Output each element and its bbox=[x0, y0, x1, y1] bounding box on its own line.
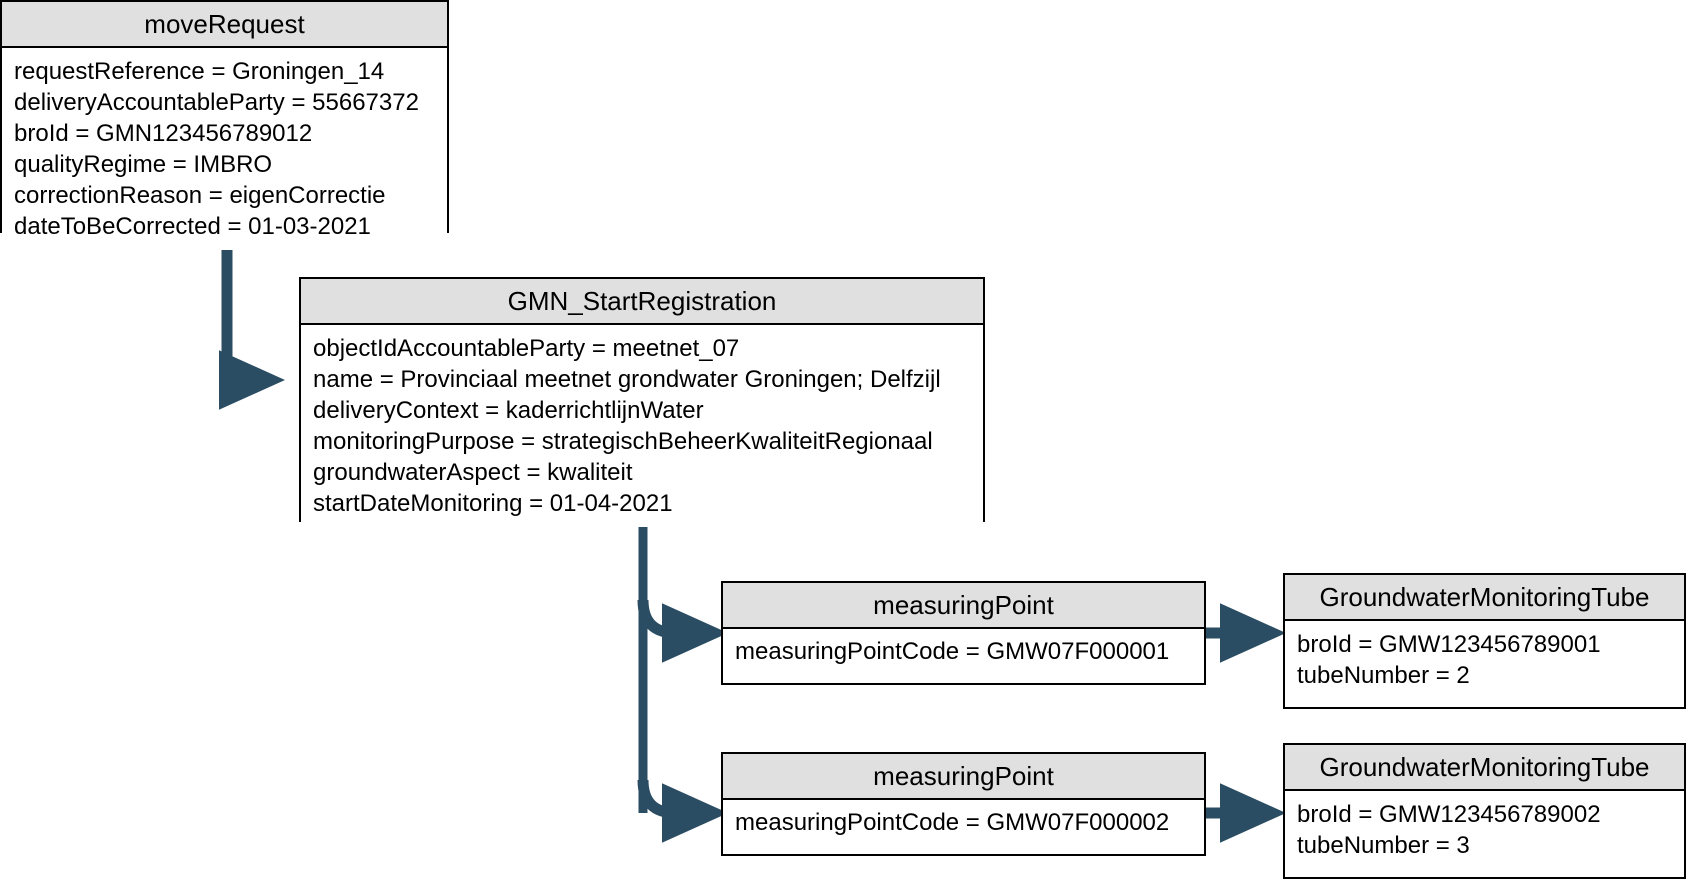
uml-class-gmn-startregistration[interactable]: GMN_StartRegistration objectIdAccountabl… bbox=[299, 277, 985, 527]
uml-class-title: measuringPoint bbox=[723, 754, 1204, 800]
uml-attribute-list: broId = GMW123456789002 tubeNumber = 3 bbox=[1285, 791, 1684, 869]
uml-attribute: correctionReason = eigenCorrectie bbox=[14, 182, 386, 209]
connector-moverequest-to-gmn bbox=[219, 232, 285, 410]
connector-gmn-to-measuringpoint-1 bbox=[643, 625, 660, 633]
uml-class-measuringpoint-1[interactable]: measuringPoint measuringPointCode = GMW0… bbox=[721, 581, 1206, 685]
uml-class-title: GroundwaterMonitoringTube bbox=[1285, 575, 1684, 621]
uml-attribute-list: broId = GMW123456789001 tubeNumber = 2 bbox=[1285, 621, 1684, 699]
uml-class-title: GMN_StartRegistration bbox=[301, 279, 983, 325]
uml-attribute-list: measuringPointCode = GMW07F000002 bbox=[723, 800, 1204, 847]
uml-attribute: measuringPointCode = GMW07F000001 bbox=[735, 638, 1170, 665]
uml-class-measuringpoint-2[interactable]: measuringPoint measuringPointCode = GMW0… bbox=[721, 752, 1206, 856]
uml-attribute: tubeNumber = 2 bbox=[1297, 662, 1470, 689]
uml-attribute: broId = GMW123456789001 bbox=[1297, 631, 1601, 658]
uml-class-groundwatermonitoringtube-1[interactable]: GroundwaterMonitoringTube broId = GMW123… bbox=[1283, 573, 1686, 709]
uml-attribute-list: requestReference = Groningen_14 delivery… bbox=[2, 48, 447, 250]
uml-class-title: measuringPoint bbox=[723, 583, 1204, 629]
uml-attribute: name = Provinciaal meetnet grondwater Gr… bbox=[313, 366, 941, 393]
uml-class-moverequest[interactable]: moveRequest requestReference = Groningen… bbox=[0, 0, 449, 250]
uml-attribute: tubeNumber = 3 bbox=[1297, 832, 1470, 859]
uml-attribute: monitoringPurpose = strategischBeheerKwa… bbox=[313, 428, 933, 455]
uml-attribute: deliveryAccountableParty = 55667372 bbox=[14, 89, 419, 116]
uml-attribute: startDateMonitoring = 01-04-2021 bbox=[313, 490, 673, 517]
uml-attribute-list: measuringPointCode = GMW07F000001 bbox=[723, 629, 1204, 676]
uml-attribute: groundwaterAspect = kwaliteit bbox=[313, 459, 633, 486]
uml-attribute: dateToBeCorrected = 01-03-2021 bbox=[14, 213, 371, 240]
uml-attribute: deliveryContext = kaderrichtlijnWater bbox=[313, 397, 704, 424]
uml-attribute: measuringPointCode = GMW07F000002 bbox=[735, 809, 1170, 836]
uml-attribute-list: objectIdAccountableParty = meetnet_07 na… bbox=[301, 325, 983, 527]
uml-attribute: requestReference = Groningen_14 bbox=[14, 58, 385, 85]
uml-attribute: broId = GMW123456789002 bbox=[1297, 801, 1601, 828]
connector-gmn-branch-2 bbox=[637, 779, 728, 843]
connector-gmn-branch-1 bbox=[637, 599, 728, 663]
uml-attribute: broId = GMN123456789012 bbox=[14, 120, 313, 147]
uml-class-title: moveRequest bbox=[2, 2, 447, 48]
uml-class-groundwatermonitoringtube-2[interactable]: GroundwaterMonitoringTube broId = GMW123… bbox=[1283, 743, 1686, 879]
uml-attribute: qualityRegime = IMBRO bbox=[14, 151, 273, 178]
uml-attribute: objectIdAccountableParty = meetnet_07 bbox=[313, 335, 740, 362]
uml-class-title: GroundwaterMonitoringTube bbox=[1285, 745, 1684, 791]
